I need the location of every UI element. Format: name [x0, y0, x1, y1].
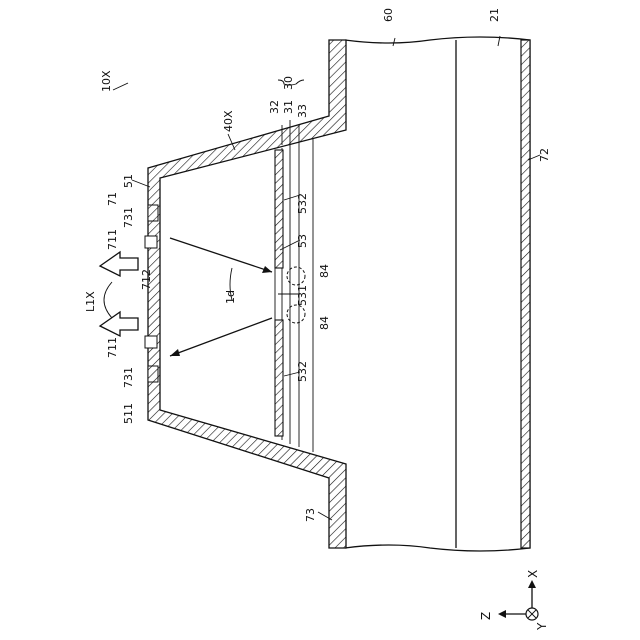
- label-33: 33: [296, 104, 309, 118]
- label-532-b: 532: [296, 361, 309, 382]
- label-72: 72: [538, 148, 551, 162]
- outer-coating-shell: [148, 40, 346, 548]
- label-21: 21: [488, 8, 501, 22]
- label-731-a: 731: [122, 207, 135, 228]
- label-532-a: 532: [296, 193, 309, 214]
- axis-z-label: Z: [479, 612, 493, 620]
- label-712: 712: [140, 269, 153, 290]
- label-84-a: 84: [318, 264, 331, 278]
- emission-arrows: [100, 252, 138, 336]
- label-731-b: 731: [122, 367, 135, 388]
- label-l1x: L1X: [84, 291, 97, 312]
- label-1d: 1d: [224, 290, 237, 304]
- label-51: 51: [122, 174, 135, 188]
- label-40x: 40X: [222, 110, 235, 132]
- axis-y-label: Y: [535, 622, 549, 631]
- label-711-b: 711: [106, 337, 119, 358]
- reflector-body: [345, 37, 530, 551]
- label-53: 53: [296, 234, 309, 248]
- light-rays: [170, 238, 272, 356]
- label-71: 71: [106, 192, 119, 206]
- label-711-a: 711: [106, 229, 119, 250]
- axis-indicator: X Z Y: [479, 570, 549, 631]
- label-84-b: 84: [318, 316, 331, 330]
- label-73: 73: [304, 508, 317, 522]
- label-32: 32: [268, 100, 281, 114]
- label-511: 511: [122, 403, 135, 424]
- axis-x-label: X: [526, 570, 540, 578]
- label-60: 60: [382, 8, 395, 22]
- label-10x: 10X: [100, 70, 113, 92]
- label-531: 531: [296, 285, 309, 306]
- label-31: 31: [282, 100, 295, 114]
